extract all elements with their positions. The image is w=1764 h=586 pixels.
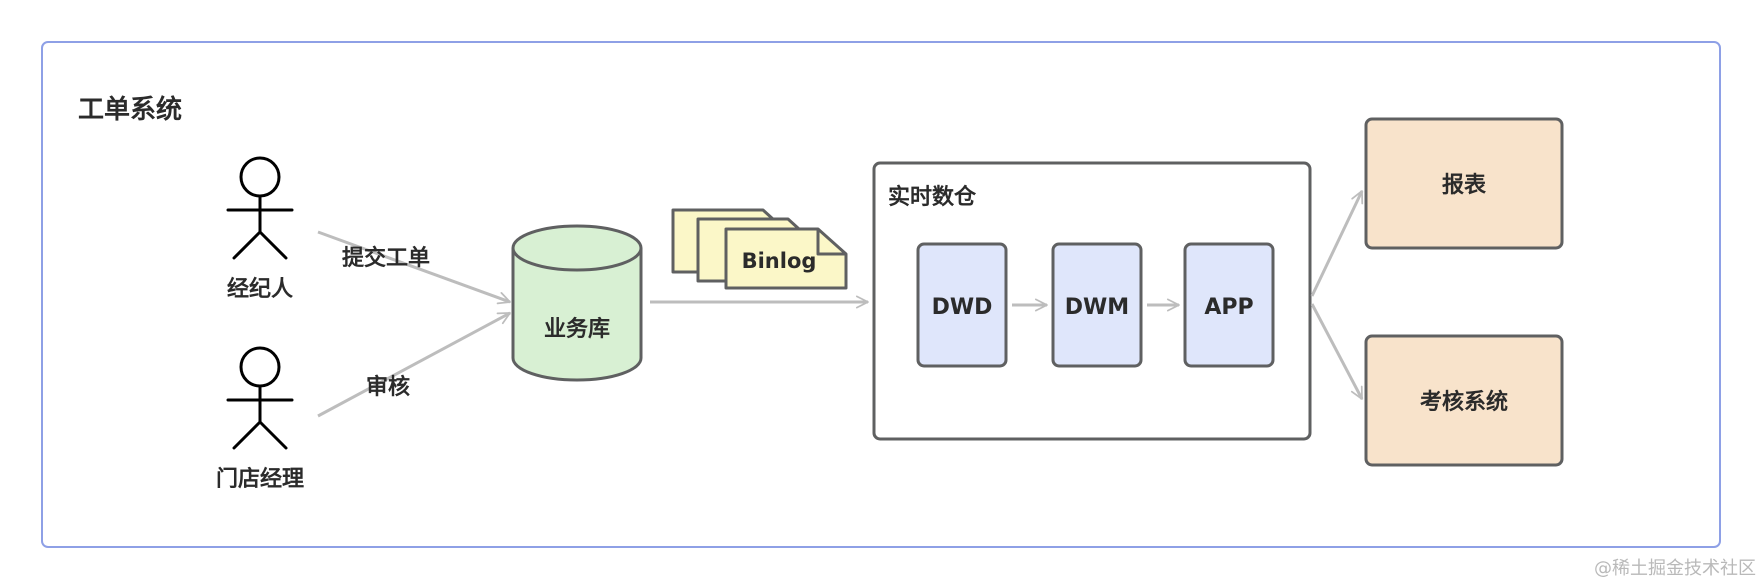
warehouse-title: 实时数仓: [888, 184, 977, 210]
watermark: @稀土掘金技术社区: [1594, 558, 1756, 579]
actor-agent-label: 经纪人: [227, 276, 293, 302]
layer-dwm-box: [1051, 242, 1143, 368]
layer-app-box: [1183, 242, 1275, 368]
output-report-box: [1364, 117, 1564, 250]
arrow-review: [317, 311, 511, 418]
arrow-submit: [317, 230, 511, 305]
actor-agent: [226, 156, 294, 260]
actor-store-manager-label: 门店经理: [216, 466, 304, 492]
layer-dwd-box: [916, 242, 1008, 368]
database-label: 业务库: [544, 317, 610, 342]
output-report-label: 报表: [1442, 173, 1487, 198]
output-assessment-box: [1364, 334, 1564, 467]
arrow-to-report: [1310, 190, 1364, 297]
arrow-to-assessment: [1310, 303, 1364, 400]
edge-label-submit: 提交工单: [342, 245, 430, 271]
binlog-label: Binlog: [742, 249, 817, 273]
actor-store-manager: [226, 346, 294, 450]
layer-dwd-label: DWD: [932, 295, 993, 320]
layer-app-label: APP: [1204, 295, 1253, 320]
system-title: 工单系统: [78, 94, 182, 125]
edge-label-review: 审核: [366, 374, 410, 400]
binlog-docs: [671, 208, 848, 290]
output-assessment-label: 考核系统: [1420, 389, 1508, 415]
layer-dwm-label: DWM: [1065, 295, 1129, 320]
binlog-doc-front: [724, 227, 848, 290]
database-cylinder: [511, 224, 643, 382]
